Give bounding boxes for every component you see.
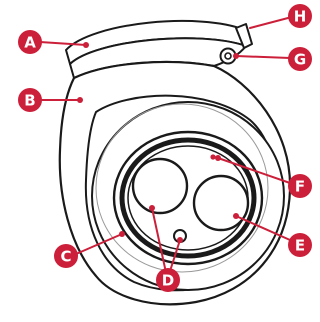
dot-a xyxy=(83,42,89,48)
leader-d-right xyxy=(170,239,181,269)
camera-ball-highlight xyxy=(95,103,269,273)
callout-g: G xyxy=(288,47,312,71)
callout-c-label: C xyxy=(60,248,71,266)
dot-d-right xyxy=(177,237,183,243)
ir-led-left xyxy=(131,157,189,215)
dot-g xyxy=(233,53,239,59)
leader-lines xyxy=(39,17,291,269)
mounting-clip xyxy=(235,23,253,49)
leader-f xyxy=(217,157,291,184)
callout-e: E xyxy=(288,233,312,257)
leader-endpoints xyxy=(77,42,239,243)
indicator-dot xyxy=(210,154,216,160)
leader-g xyxy=(235,55,291,59)
callout-h: H xyxy=(288,4,312,28)
leader-h xyxy=(249,17,289,29)
dot-f xyxy=(215,155,221,161)
dot-d-left xyxy=(149,205,155,211)
leader-c xyxy=(75,233,123,255)
callout-h-label: H xyxy=(294,8,307,26)
callout-e-label: E xyxy=(295,237,305,255)
light-sensor-inner xyxy=(224,52,232,60)
callout-f: F xyxy=(288,174,312,198)
dot-e xyxy=(233,213,239,219)
callout-b-label: B xyxy=(24,92,35,110)
callout-a: A xyxy=(18,30,42,54)
leader-a xyxy=(39,41,87,46)
leader-e xyxy=(235,215,291,241)
dot-c xyxy=(119,231,125,237)
leader-d-left xyxy=(151,207,166,269)
callout-a-label: A xyxy=(24,34,36,52)
callout-d-label: D xyxy=(162,272,174,290)
dome-camera-illustration xyxy=(58,19,292,306)
callout-f-label: F xyxy=(295,178,305,196)
callout-c: C xyxy=(54,244,78,268)
callout-b: B xyxy=(18,88,42,112)
ir-led-right xyxy=(192,174,250,232)
dot-b xyxy=(77,97,83,103)
callout-g-label: G xyxy=(294,51,306,69)
callout-d: D xyxy=(156,268,180,292)
